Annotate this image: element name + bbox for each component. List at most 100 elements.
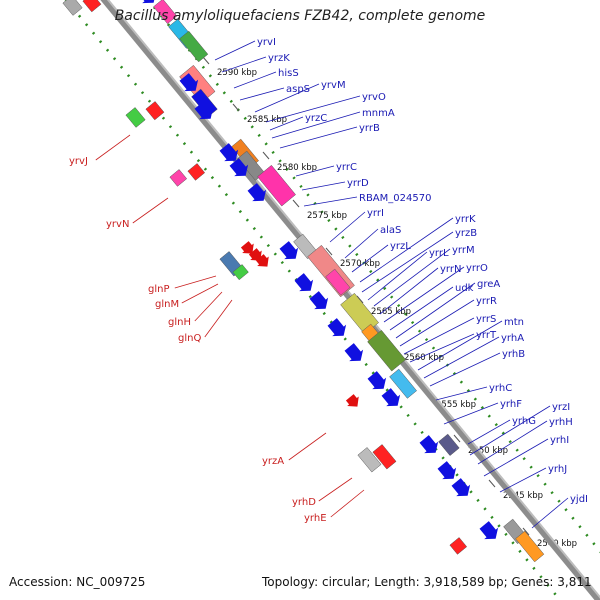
forward-gene-connector [233,71,277,89]
forward-gene-block [153,0,178,25]
forward-gene-label: yrzL [390,241,411,252]
forward-gene-label: alaS [380,225,401,236]
forward-gene-block [367,329,406,372]
reverse-gene-connector [95,134,131,161]
reverse-gene-connector [174,275,217,289]
forward-gene-label: yrrL [429,248,449,259]
forward-gene-block [515,530,545,563]
reverse-gene-label: yrzA [262,456,284,467]
forward-gene-label: udk [455,283,474,294]
forward-gene-block [340,292,379,335]
forward-gene-label: yrrM [452,245,475,256]
forward-gene-connector [361,231,454,293]
forward-gene-label: mnmA [362,108,395,119]
forward-gene-connector [303,196,358,207]
forward-gene-connector [467,419,511,445]
forward-gene-block [325,268,351,296]
reverse-gene-label: yrhE [304,513,327,524]
reverse-gene-connector [132,197,169,224]
forward-gene-label: greA [477,279,500,290]
forward-gene-connector [214,40,256,61]
gene-features [62,0,545,563]
reverse-gene-label: yrvJ [69,156,88,167]
forward-gene-label: mtn [504,317,524,328]
forward-gene-arrow [279,241,299,260]
reverse-gene-arrow [345,394,359,407]
forward-gene-connector [399,299,475,347]
forward-gene-label: yrrD [347,178,369,189]
kbp-tick-label: 2575 kbp [307,211,347,221]
reverse-gene-block [169,169,188,187]
forward-gene-arrow [194,101,214,120]
forward-gene-arrow [219,143,239,162]
reverse-gene-label: glnQ [178,333,201,344]
forward-gene-connector [271,111,361,139]
forward-gene-arrow [229,158,249,177]
kbp-tick-label: 2585 kbp [247,115,287,125]
reverse-gene-label: glnP [148,284,170,295]
forward-gene-label: yrhA [501,333,524,344]
forward-gene-arrow [451,478,471,497]
kbp-tick-label: 2555 kbp [436,400,476,410]
kbp-tick-label: 2590 kbp [217,68,257,78]
forward-gene-arrow [179,73,199,92]
forward-gene-connector [373,248,451,307]
forward-gene-connector [359,217,454,283]
forward-gene-connector [423,336,500,379]
reverse-gene-block [372,444,397,470]
forward-gene-connector [301,181,346,191]
forward-gene-label: yrvI [257,37,276,48]
forward-gene-label: yrhI [550,435,569,446]
accession-label: Accession: NC_009725 [9,575,146,589]
kbp-tick-mark [356,295,364,304]
forward-gene-label: RBAM_024570 [359,193,431,204]
forward-gene-block [438,433,460,456]
forward-gene-connector [403,317,475,355]
forward-gene-connector [239,87,285,101]
backbone-line [100,0,600,600]
forward-gene-connector [265,95,361,123]
forward-gene-label: yrzI [552,402,570,413]
forward-gene-label: yrhC [489,383,512,394]
forward-gene-label: yrhB [502,349,525,360]
forward-gene-connector [379,267,439,315]
forward-gene-label: yjdI [570,494,588,505]
forward-gene-label: yrzC [305,113,327,124]
forward-gene-label: yrhF [500,399,522,410]
forward-gene-label: yrhH [549,417,573,428]
kbp-tick-mark [488,479,496,488]
forward-gene-connector [469,405,551,456]
kbp-tick-mark [232,103,240,112]
reverse-gene-label: yrvN [106,219,129,230]
forward-gene-connector [367,251,428,301]
forward-gene-label: yrhJ [548,464,567,475]
forward-gene-connector [409,333,475,363]
reverse-gene-label: yrhD [292,497,316,508]
forward-gene-label: yrvO [362,92,386,103]
reverse-gene-connector [318,477,353,502]
forward-gene-connector [531,497,569,529]
kbp-tick-label: 2560 kbp [404,353,444,363]
forward-gene-label: aspS [286,84,310,95]
forward-gene-block [389,368,417,399]
reverse-gene-block [449,537,468,555]
forward-gene-label: hisS [278,68,299,79]
kbp-tick-mark [202,56,210,65]
reverse-gene-arrow [255,254,269,267]
forward-gene-connector [221,56,267,73]
reverse-gene-block [62,0,83,16]
kbp-tick-mark [325,247,333,256]
forward-gene-connector [395,282,476,339]
forward-gene-connector [351,244,389,273]
forward-gene-label: yrrB [359,123,380,134]
reverse-gene-block [82,0,102,13]
reverse-gene-connector [204,299,233,338]
reverse-gene-block [232,264,249,281]
forward-gene-block [257,164,296,207]
forward-gene-label: yrrO [466,263,488,274]
topology-label: Topology: circular; Length: 3,918,589 bp… [262,575,592,589]
forward-gene-label: yrvM [321,80,346,91]
